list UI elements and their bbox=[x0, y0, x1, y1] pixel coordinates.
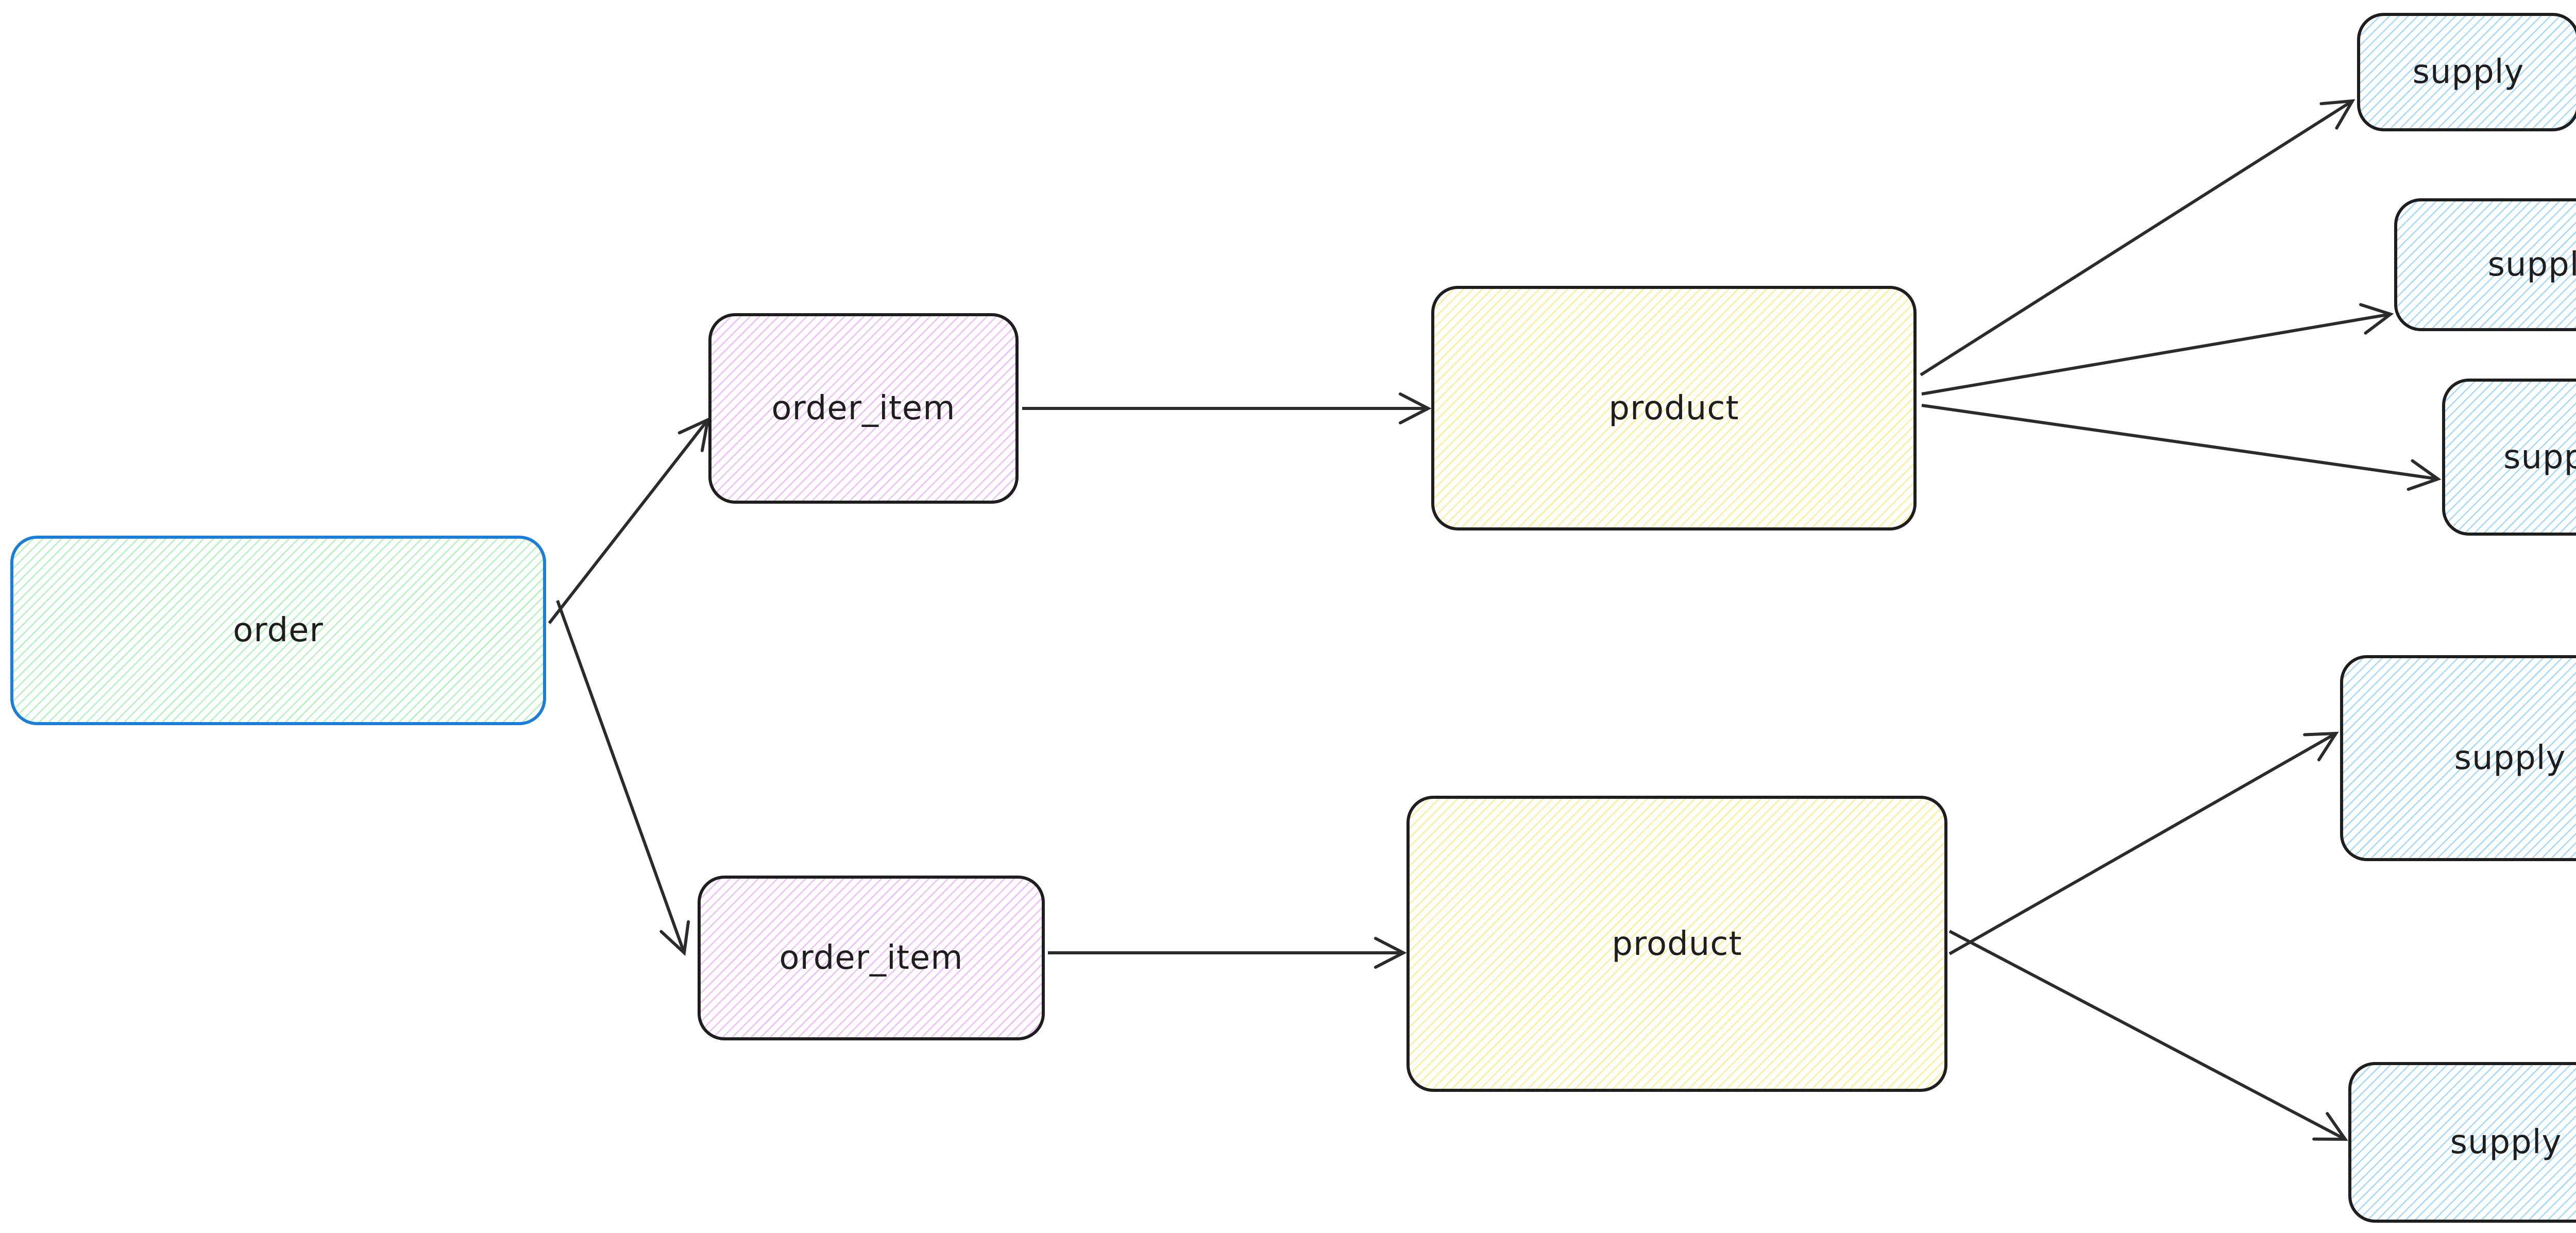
node-product-2[interactable]: product bbox=[1406, 796, 1947, 1092]
node-supply-5[interactable]: supply bbox=[2348, 1062, 2576, 1223]
node-supply-1[interactable]: supply bbox=[2357, 13, 2576, 131]
edge-product-2-to-supply-4[interactable] bbox=[1948, 731, 2339, 955]
node-order-item-1[interactable]: order_item bbox=[708, 313, 1019, 504]
node-order-item-2[interactable]: order_item bbox=[698, 876, 1045, 1040]
node-product-1-label: product bbox=[1608, 389, 1739, 427]
edge-product-2-to-supply-5[interactable] bbox=[1948, 930, 2348, 1141]
edge-product-1-to-supply-1[interactable] bbox=[1920, 99, 2355, 376]
node-supply-4[interactable]: supply bbox=[2340, 655, 2576, 861]
node-order-label: order bbox=[233, 611, 324, 649]
node-product-1[interactable]: product bbox=[1431, 286, 1917, 530]
edge-order-to-order-item-1[interactable] bbox=[548, 417, 710, 624]
node-supply-5-label: supply bbox=[2450, 1123, 2562, 1161]
edge-order-to-order-item-2[interactable] bbox=[556, 600, 690, 956]
node-supply-3[interactable]: supply bbox=[2442, 379, 2576, 536]
node-order-item-2-label: order_item bbox=[779, 939, 963, 977]
node-supply-1-label: supply bbox=[2412, 53, 2524, 91]
edge-product-1-to-supply-2[interactable] bbox=[1921, 303, 2394, 396]
node-supply-2-label: supply bbox=[2487, 246, 2576, 284]
node-order[interactable]: order bbox=[10, 536, 546, 725]
node-product-2-label: product bbox=[1612, 924, 1742, 963]
edge-product-1-to-supply-3[interactable] bbox=[1921, 404, 2442, 491]
node-supply-2[interactable]: supply bbox=[2394, 198, 2576, 331]
node-order-item-1-label: order_item bbox=[771, 389, 956, 427]
node-supply-3-label: supply bbox=[2503, 438, 2576, 476]
node-supply-4-label: supply bbox=[2454, 739, 2566, 777]
